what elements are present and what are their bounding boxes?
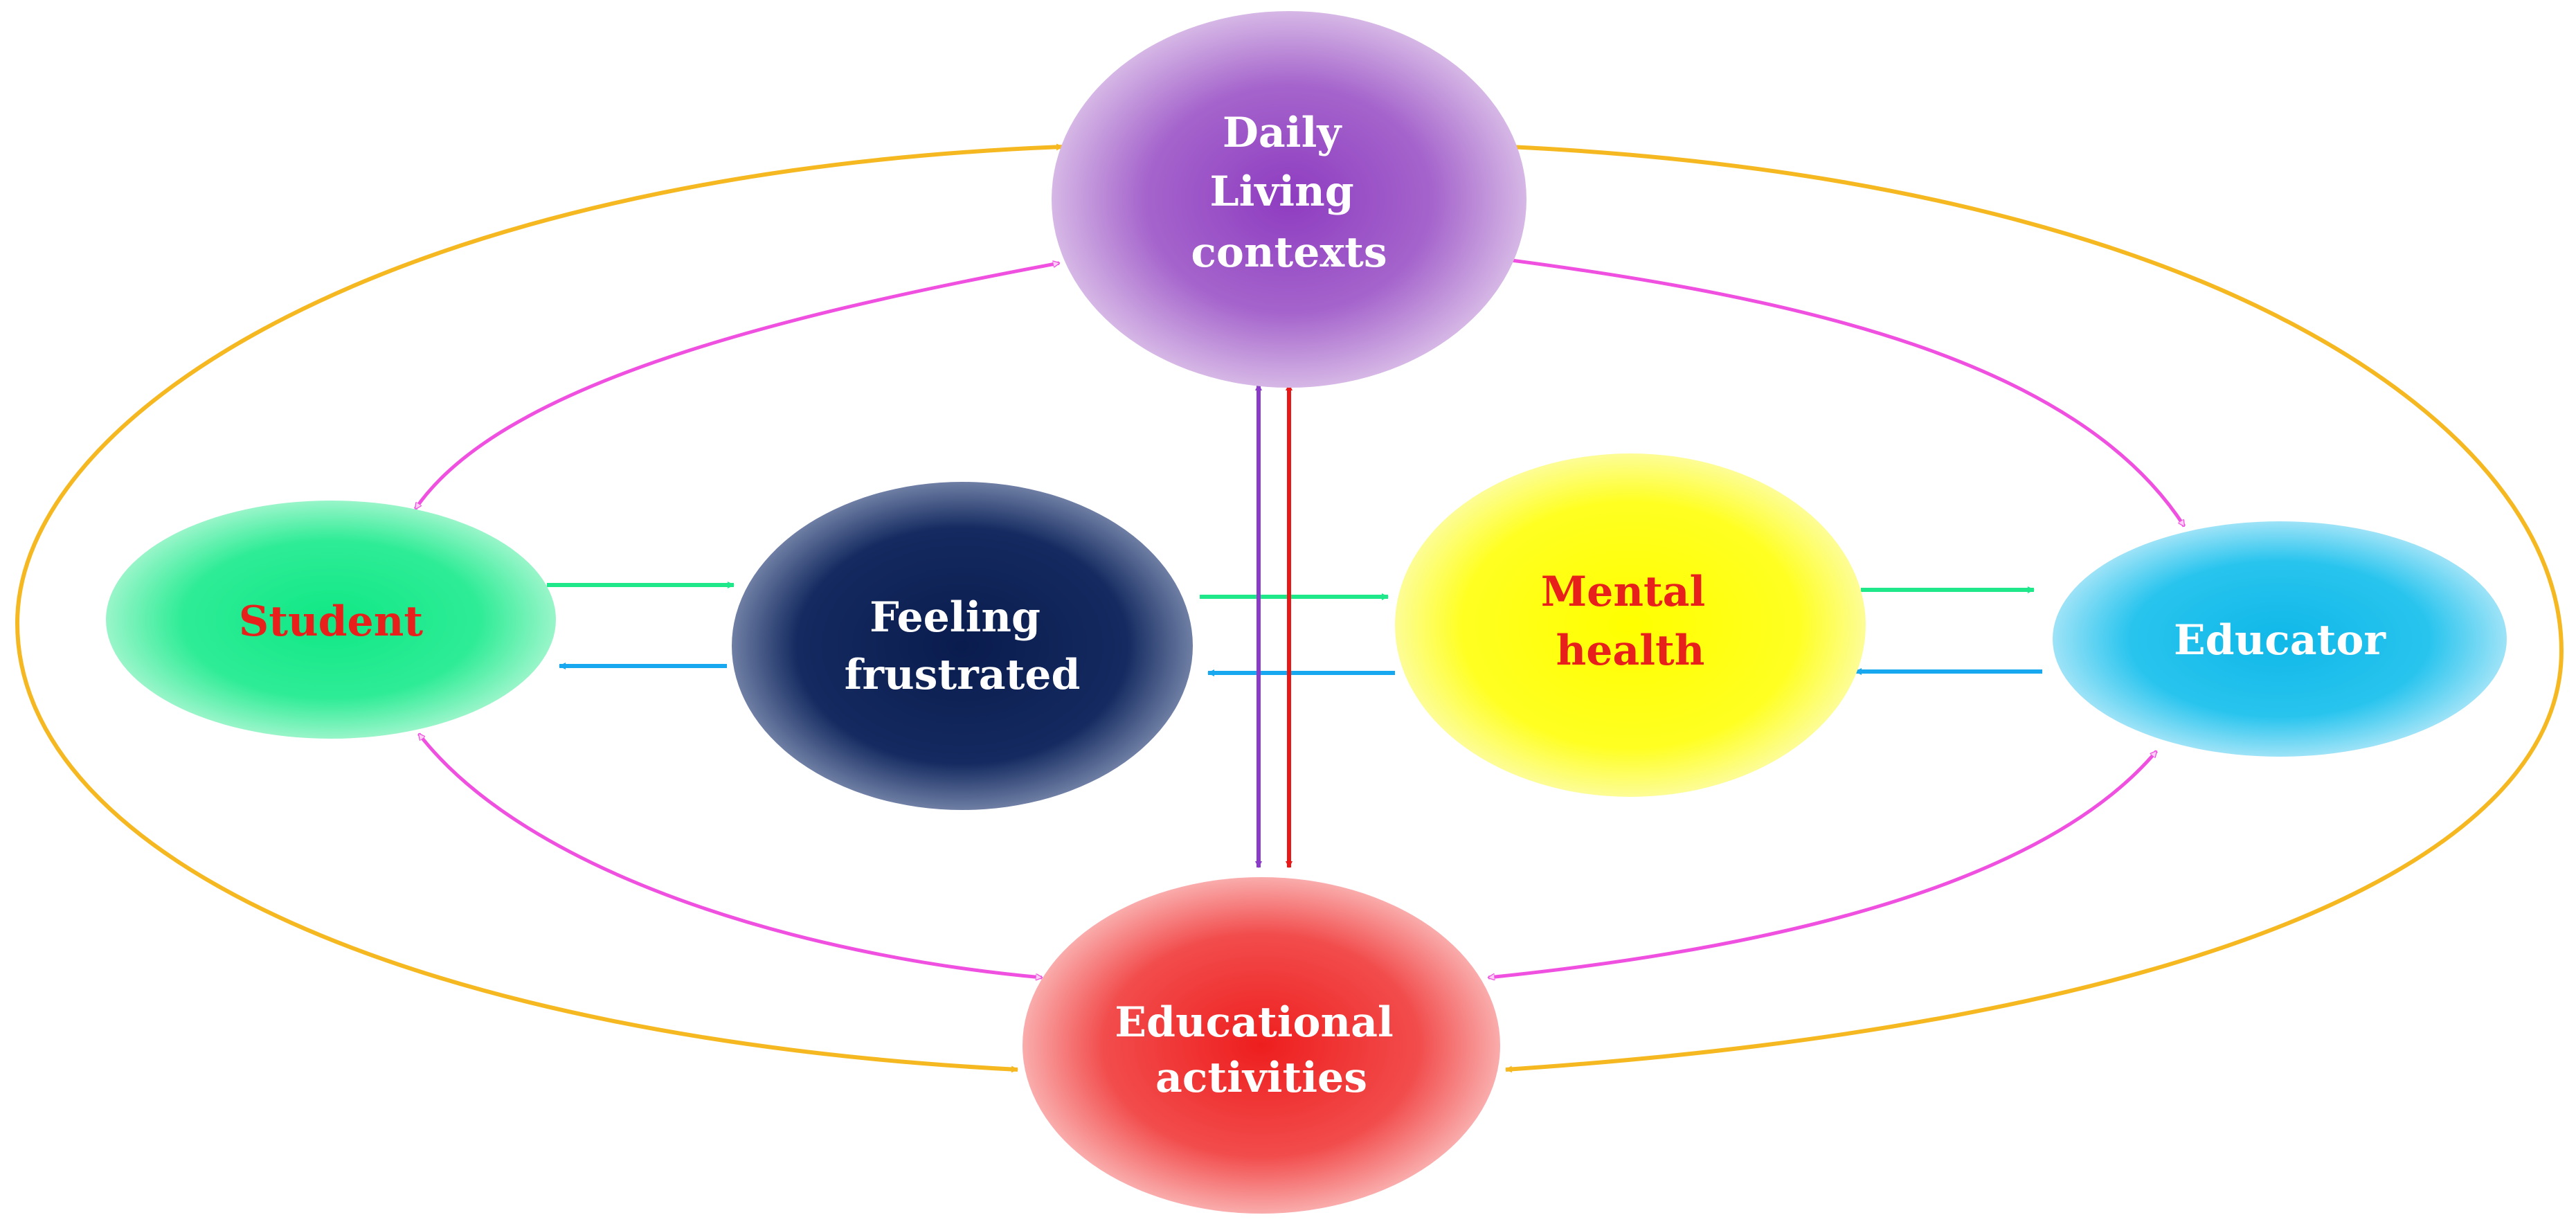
node-daily-living-contexts-shape (1052, 11, 1526, 388)
node-educator-shape (2053, 521, 2507, 757)
node-educator-line-1: Educator (2174, 616, 2386, 665)
node-daily-living-line-1: Daily (1223, 109, 1342, 157)
node-feeling-frustrated: Feeling frustrated (732, 482, 1193, 810)
node-mental-line-2: health (1556, 627, 1705, 675)
node-educational-activities: Educational activities (1023, 877, 1500, 1214)
node-feeling-frustrated-label: Feeling frustrated (845, 593, 1081, 699)
node-mental-health: Mental health (1395, 453, 1866, 797)
node-mental-health-shape (1395, 453, 1866, 797)
arrow-daily-educator (1501, 259, 2186, 526)
node-educational-activities-shape (1023, 877, 1500, 1214)
vertical-arrows (1255, 384, 1292, 868)
node-edu-line-2: activities (1155, 1054, 1367, 1102)
node-mental-line-1: Mental (1541, 568, 1706, 616)
node-student-label: Student (239, 597, 423, 646)
horizontal-flow-arrows (547, 582, 2042, 676)
arrow-student-educational (417, 734, 1042, 978)
node-educational-activities-label: Educational activities (1115, 998, 1407, 1102)
arrow-educator-educational (1488, 751, 2158, 978)
node-feeling-line-2: frustrated (845, 651, 1081, 699)
node-daily-living-contexts: Daily Living contexts (1052, 11, 1526, 388)
node-student-shape (106, 501, 556, 739)
node-feeling-frustrated-shape (732, 482, 1193, 810)
node-mental-health-label: Mental health (1541, 568, 1720, 675)
node-student-line-1: Student (239, 597, 423, 646)
node-edu-line-1: Educational (1115, 998, 1394, 1047)
arrow-daily-to-student-outer (15, 143, 1063, 1073)
node-daily-living-line-3: contexts (1191, 228, 1387, 277)
outer-loop-connectors (15, 143, 2564, 1073)
arrow-daily-student (413, 263, 1059, 509)
node-feeling-line-1: Feeling (870, 593, 1041, 642)
node-daily-living-contexts-label: Daily Living contexts (1191, 109, 1387, 277)
inner-loop-connectors (413, 259, 2186, 978)
node-daily-living-line-2: Living (1209, 168, 1353, 216)
node-student: Student (106, 501, 556, 739)
arrow-daily-to-educator-outer (1505, 143, 2564, 1073)
node-educator-label: Educator (2174, 616, 2386, 665)
node-educator: Educator (2053, 521, 2507, 757)
